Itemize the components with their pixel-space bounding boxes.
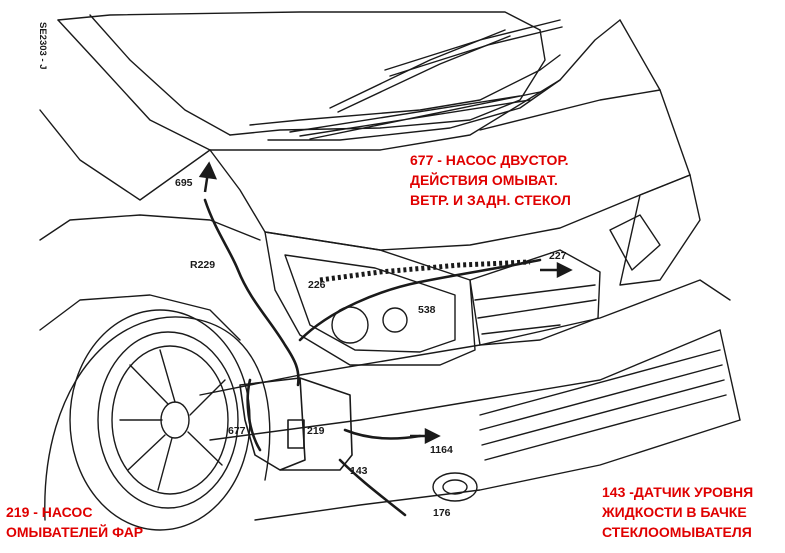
hood-outline	[209, 19, 621, 151]
note-143: 143 -ДАТЧИК УРОВНЯ ЖИДКОСТИ В БАЧКЕ СТЕК…	[602, 482, 753, 542]
note-677: 677 - НАСОС ДВУСТОР. ДЕЙСТВИЯ ОМЫВАТ. ВЕ…	[410, 150, 571, 210]
fog-lamp	[432, 472, 478, 502]
cowl-slats	[289, 91, 541, 140]
hood-front-edge	[209, 149, 691, 251]
windshield-lower	[229, 29, 546, 136]
bumper-stripes	[479, 349, 727, 461]
bumper-mid	[209, 329, 721, 441]
callout-677: 677	[228, 425, 246, 437]
callout-143: 143	[350, 465, 368, 477]
wiper-2b	[389, 26, 563, 77]
callout-226: 226	[308, 279, 326, 291]
bumper-bottom	[254, 419, 741, 521]
note-143-line2: ЖИДКОСТИ В БАЧКЕ	[602, 504, 747, 520]
hose-677	[246, 378, 262, 452]
cowl-top	[249, 54, 561, 126]
callout-176: 176	[433, 507, 451, 519]
note-219-line1: 219 - НАСОС	[6, 504, 93, 520]
reservoir-side	[279, 377, 306, 471]
arrow-227-head	[556, 261, 573, 279]
badge	[609, 214, 661, 271]
hose-to-176	[338, 458, 407, 517]
headlamp-outline	[264, 231, 476, 366]
right-lamp	[619, 174, 701, 286]
grille-slats	[474, 284, 597, 335]
windshield-frame	[57, 11, 541, 31]
note-677-line1: 677 - НАСОС ДВУСТОР.	[410, 152, 569, 168]
arrow-1164-head	[424, 427, 441, 445]
note-219-line2: ОМЫВАТЕЛЕЙ ФАР	[6, 524, 144, 540]
harness-r229	[203, 198, 300, 387]
bumper-top	[199, 279, 731, 396]
callout-538: 538	[418, 304, 436, 316]
rim-outer	[97, 331, 239, 509]
rim-inner	[111, 345, 229, 495]
corrugated-duct	[319, 259, 531, 283]
drawing-code: SE2303 - J	[37, 22, 48, 70]
fender-top	[39, 109, 211, 201]
callout-219: 219	[307, 425, 325, 437]
wheel-arch	[44, 316, 271, 521]
rim-spokes	[119, 349, 226, 491]
hose-to-227	[298, 258, 542, 342]
body-side-lower	[39, 294, 241, 341]
callout-r229: R229	[190, 259, 215, 271]
cowl-bottom	[267, 79, 561, 141]
callout-1164: 1164	[430, 444, 453, 456]
note-143-line1: 143 -ДАТЧИК УРОВНЯ	[602, 484, 754, 500]
note-219: 219 - НАСОС ОМЫВАТЕЛЕЙ ФАР	[6, 502, 143, 542]
callout-227: 227	[549, 250, 567, 262]
note-677-line3: ВЕТР. И ЗАДН. СТЕКОЛ	[410, 192, 571, 208]
a-pillar-inner	[89, 14, 231, 136]
hood-crease	[479, 89, 661, 131]
note-143-line3: СТЕКЛООМЫВАТЕЛЯ	[602, 524, 752, 540]
bumper-right	[719, 329, 741, 421]
arrow-695-head	[198, 161, 218, 180]
callout-695: 695	[175, 177, 193, 189]
body-side	[39, 214, 261, 241]
note-677-line2: ДЕЙСТВИЯ ОМЫВАТ.	[410, 172, 558, 188]
a-pillar-outer	[57, 19, 211, 151]
washer-reservoir	[239, 377, 353, 471]
headlamp-bulb	[382, 307, 408, 333]
pump-219-body	[287, 419, 305, 449]
fog-lamp-inner	[442, 479, 468, 495]
wiper-2	[384, 19, 561, 71]
